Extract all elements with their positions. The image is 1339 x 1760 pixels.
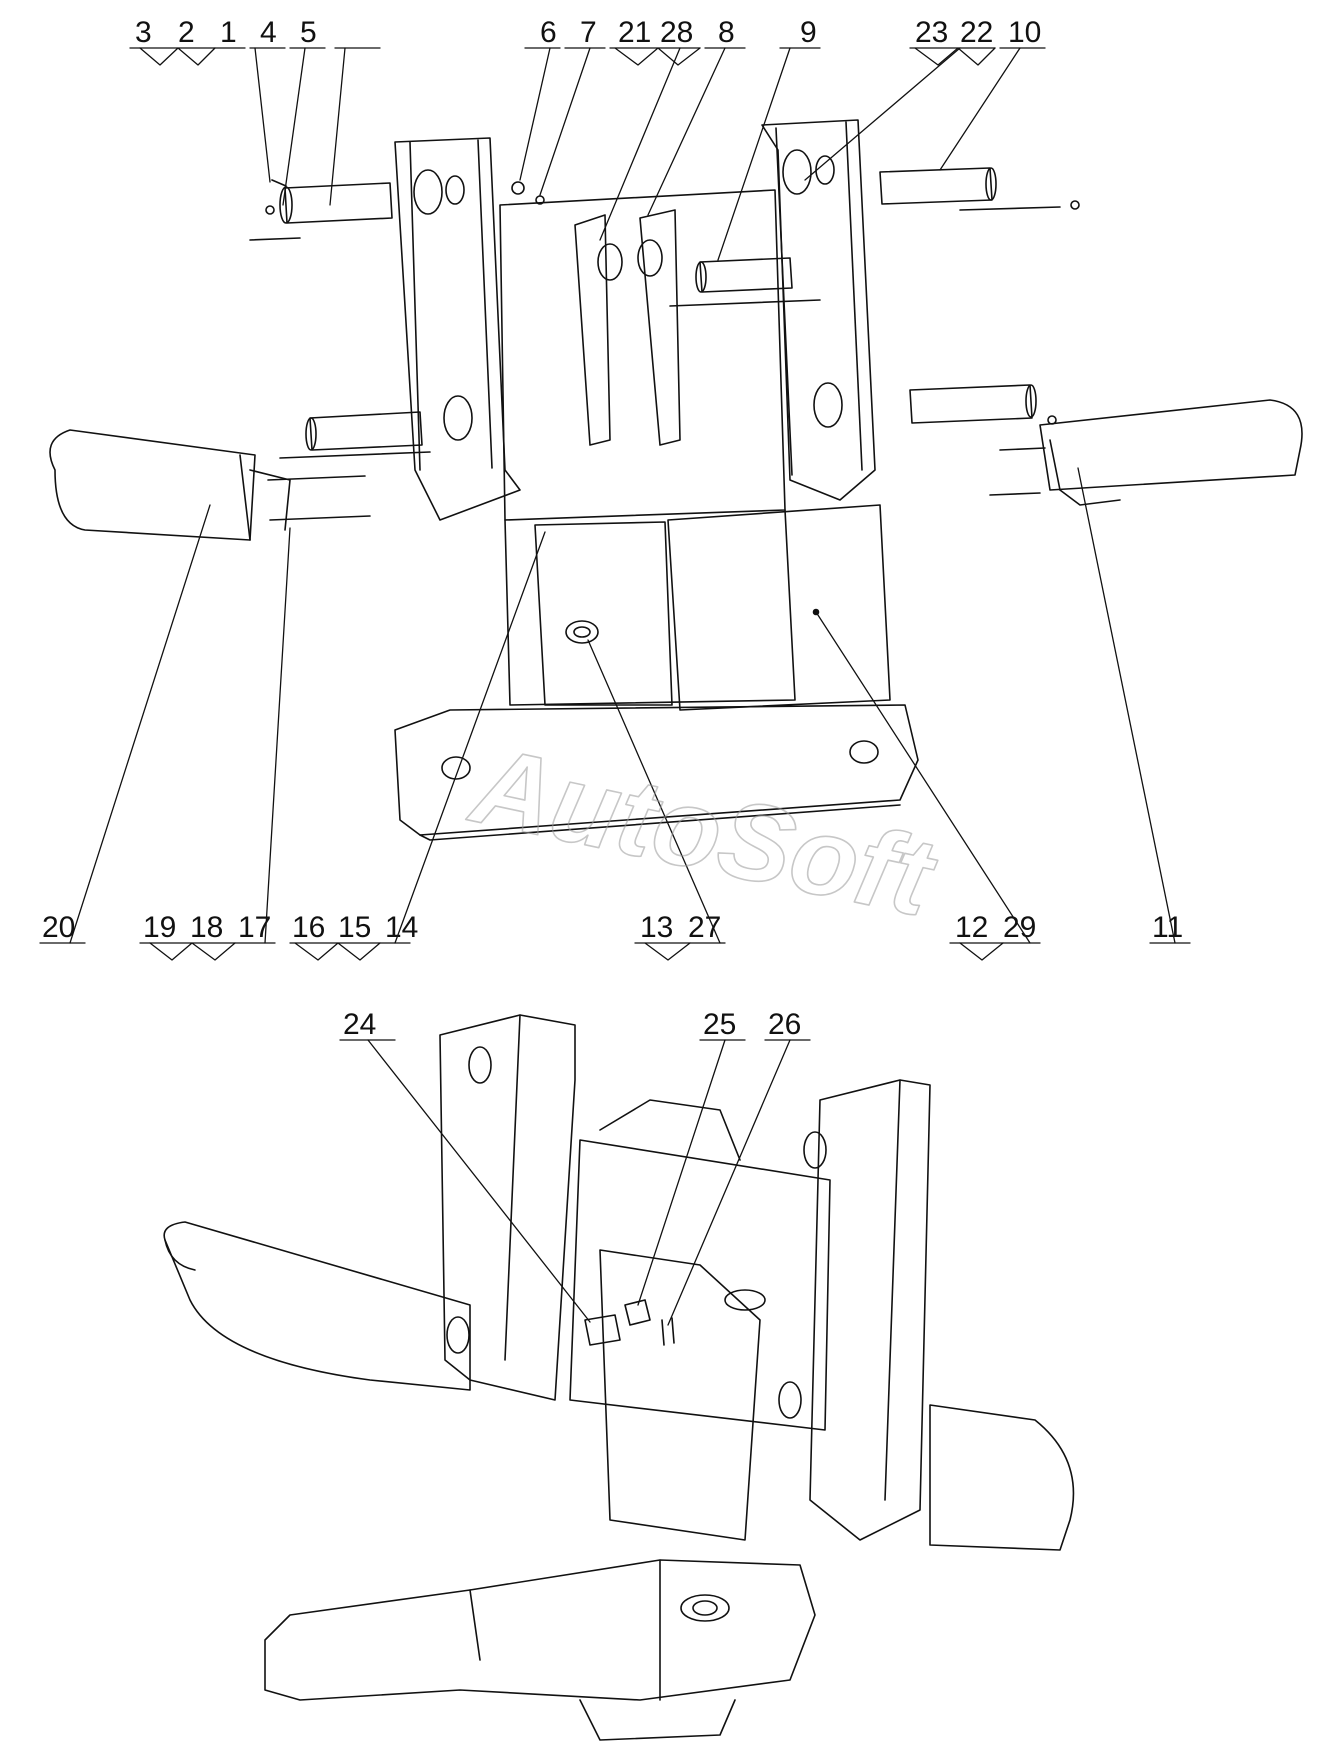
callout-6: 6 [540, 16, 557, 49]
callout-4: 4 [260, 16, 277, 49]
mudguard-left [49, 429, 371, 541]
mudguard-lower-right [929, 1404, 1075, 1551]
watermark-logo: AutoSoft [460, 722, 947, 940]
callout-3: 3 [135, 16, 152, 49]
callout-7: 7 [580, 16, 597, 49]
callout-22: 22 [960, 16, 993, 49]
callout-11: 11 [1152, 911, 1183, 944]
callout-24: 24 [343, 1008, 376, 1041]
callout-8: 8 [718, 16, 735, 49]
callout-19: 19 [143, 911, 176, 944]
pins-and-fasteners [249, 167, 1080, 459]
mudguard-right [989, 399, 1303, 506]
mudguard-lower-left [163, 1221, 471, 1391]
callout-27: 27 [688, 911, 721, 944]
callout-20: 20 [42, 911, 75, 944]
callout-16: 16 [292, 911, 325, 944]
callout-18: 18 [190, 911, 223, 944]
callout-5: 5 [300, 16, 317, 49]
callout-15: 15 [338, 911, 371, 944]
callout-14: 14 [385, 911, 418, 944]
callout-29: 29 [1003, 911, 1036, 944]
callout-26: 26 [768, 1008, 801, 1041]
callout-9: 9 [800, 16, 817, 49]
callout-23: 23 [915, 16, 948, 49]
callout-1: 1 [220, 16, 237, 49]
front-frame-assembled [264, 1014, 931, 1741]
callout-25: 25 [703, 1008, 736, 1041]
callout-21: 21 [618, 16, 651, 49]
front-frame-exploded [394, 119, 919, 841]
callout-12: 12 [955, 911, 988, 944]
callout-17: 17 [238, 911, 271, 944]
callout-13: 13 [640, 911, 673, 944]
callout-28: 28 [660, 16, 693, 49]
callout-10: 10 [1008, 16, 1041, 49]
leader-lines [39, 47, 1191, 1326]
callout-labels: 3 2 1 4 5 6 7 21 28 8 9 23 22 10 20 19 1… [42, 16, 1183, 1041]
callout-2: 2 [178, 16, 195, 49]
